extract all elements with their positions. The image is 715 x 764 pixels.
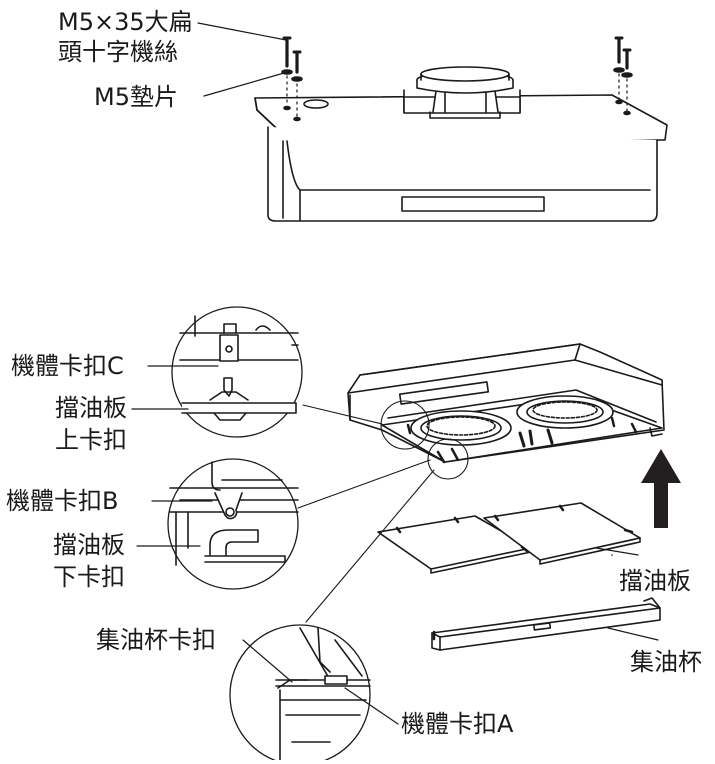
clip-a-label: 機體卡扣A (401, 710, 514, 738)
up-arrow-icon (641, 449, 681, 528)
filter-label: 擋油板 (619, 567, 691, 595)
detail-circle-clip-b (167, 458, 299, 590)
connector-clip-b (297, 459, 431, 509)
duct-collar (403, 66, 521, 119)
clip-c-label: 機體卡扣C (11, 352, 124, 380)
detail-circle-clip-a (229, 624, 371, 764)
fan-left (410, 410, 512, 446)
filter-bottom-clip-label-line2: 下卡扣 (53, 563, 125, 591)
connector-clip-a (305, 469, 435, 623)
oil-cup-clip-label: 集油杯卡扣 (96, 626, 216, 654)
clip-a-leader (344, 687, 399, 725)
range-hood-top-assembly (197, 22, 668, 222)
oil-cup-clip-leader (242, 639, 293, 683)
screw-label-line1: M5×35大扁 (58, 8, 193, 36)
washer-leader (203, 72, 285, 97)
oil-cup-leader (607, 627, 659, 641)
screw-leader (197, 22, 287, 41)
fan-right (516, 395, 614, 429)
filter-top-clip-label-line2: 上卡扣 (55, 426, 127, 454)
filter-bottom-clip-label-line1: 擋油板 (53, 531, 125, 559)
filter-leader (595, 547, 639, 556)
screw-label-line2: 頭十字機絲 (58, 38, 178, 66)
oil-cup-label: 集油杯 (630, 648, 702, 676)
screws-right (613, 36, 633, 116)
clip-b-label: 機體卡扣B (6, 487, 119, 515)
oil-cup (431, 597, 661, 651)
filter-top-clip-label-line1: 擋油板 (55, 394, 127, 422)
washer-label: M5墊片 (94, 83, 178, 111)
oil-filter-panels (377, 502, 641, 574)
screws-left (281, 36, 303, 122)
detail-circle-clip-c (171, 306, 303, 438)
connector-clip-c (302, 404, 383, 425)
range-hood-bottom-assembly (347, 343, 665, 480)
